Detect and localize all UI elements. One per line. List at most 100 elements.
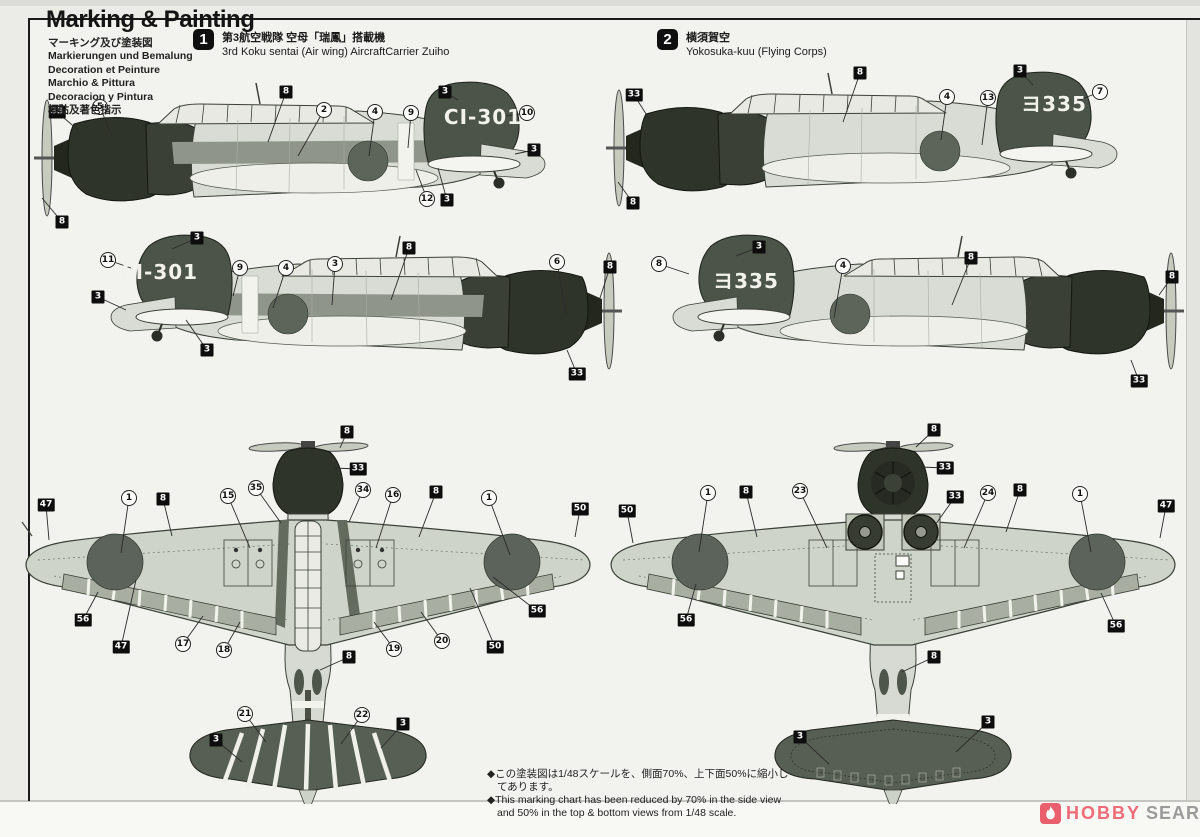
antenna-mast [957,235,963,258]
watermark-brand-first: HOBBY [1066,803,1142,823]
sheet-right-margin [1187,20,1200,801]
elevator-hinges [816,767,961,786]
tail-code-scheme2-right: ヨ335 [1021,92,1087,116]
roundel [829,293,871,335]
roundel-left-wing [671,533,729,591]
subtitle-italian: Marchio & Pittura [48,77,135,90]
canopy [729,93,947,115]
flame-icon [1040,803,1061,824]
panel-lines [873,269,983,348]
roundel-left-wing [86,533,144,591]
tailplane [999,145,1093,163]
page-fold-line [1186,20,1187,801]
elevator-cutout-right [312,669,322,695]
tail-code-scheme2-left: ヨ335 [713,269,779,293]
bomb-bay-panel-2 [895,570,905,580]
roundel-right-wing [1068,533,1126,591]
scale-note: ◆この塗装図は1/48スケールを、側面70%、上下面50%に縮小し てあります。… [487,768,789,820]
subtitle-chinese: 標貼及著色指示 [48,104,122,117]
belly-highlight [761,152,1011,184]
tail-wheel [493,177,505,189]
canopy [294,520,322,652]
engine-face [871,461,915,505]
elevator-cutout-left [879,669,889,695]
canopy-frames [309,256,481,277]
page-title: Marking & Painting [46,6,255,33]
bomb-bay-panel-1 [895,555,910,567]
tail-white-band [397,122,415,181]
walkway-right [337,520,361,627]
title-translations: マーキング及び塗装図 Markierungen und Bemalung Dec… [48,37,193,117]
tail-tip [298,789,318,804]
belly-highlight [779,315,1029,347]
subtitle-german: Markierungen und Bemalung [48,50,193,63]
scale-note-en-1: ◆This marking chart has been reduced by … [487,794,782,806]
scheme-1-title-jp: 第3航空戦隊 空母「瑞鳳」搭載機 [222,32,386,44]
scale-note-en-2: and 50% in the top & bottom views from 1… [497,807,737,819]
subtitle-japanese: マーキング及び塗装図 [48,37,153,49]
elevator-cutout-left [294,669,304,695]
canopy [843,256,1061,278]
antenna-mast [395,235,401,258]
main-wheels [847,514,939,550]
tail-tip [883,789,903,804]
roundel-right-wing [483,533,541,591]
roundel [919,130,961,172]
tail-white-band [241,275,259,334]
scheme-2-number-badge: 2 [657,29,678,50]
tailplane [427,155,521,173]
subtitle-french: Decoration et Peinture [48,63,161,76]
tailplane [135,308,229,326]
scan-top-shade [0,0,1200,6]
panel-fasteners [233,547,385,553]
sheet-bottom-edge [0,800,1200,802]
side-view-scheme2-left-side [672,234,1184,370]
tail-wheel [1065,167,1077,179]
hobby-search-watermark: HOBBY SEARCH [1040,803,1200,824]
top-plan-view [21,441,591,804]
scheme-1-title-en: 3rd Koku sentai (Air wing) AircraftCarri… [222,46,450,58]
panel-lines [235,116,345,195]
scheme-1-number-badge: 1 [193,29,214,50]
sheet-border-top [28,18,1200,20]
canopy [281,256,499,278]
scheme-2-title-en: Yokosuka-kuu (Flying Corps) [686,46,827,58]
side-view-scheme1-right-side [34,81,546,217]
wings [610,519,1176,646]
sheet-border-left [28,18,30,801]
scale-note-jp-2: てあります。 [497,781,559,793]
tail-code-scheme1-left: CI-301 [119,260,199,284]
tailplane [774,719,1012,792]
scheme-2-header: 2 横須賀空 Yokosuka-kuu (Flying Corps) [657,29,827,58]
cowling [272,447,344,515]
scan-bottom-strip [0,802,1200,837]
rear-white-band [292,701,324,708]
rear-white-band [877,714,909,721]
scheme-2-title-jp: 横須賀空 [686,32,730,44]
tail-wheel [151,330,163,342]
panel-lines [311,269,421,348]
spinner [584,291,602,331]
walkway-left [275,520,289,628]
flap-dividers [671,578,1115,628]
belly-panels [808,539,980,603]
tailplane [697,308,791,326]
elevator-cutout-right [897,669,907,695]
panel-lines [807,106,917,185]
spinner [626,128,644,168]
tail-wheel [713,330,725,342]
bottom-plan-view [610,441,1176,804]
roundel [347,140,389,182]
subtitle-spanish: Decoracion y Pintura [48,90,154,103]
tailplane-inner-line [790,728,996,784]
pitot-tube [21,521,33,537]
side-view-scheme2-right-side [606,71,1118,207]
antenna-mast [827,72,833,95]
side-view-scheme1-left-side [110,234,622,370]
antenna-mast [255,82,261,105]
watermark-brand-second: SEARCH [1146,803,1200,823]
roundel [267,293,309,335]
scheme-1-header: 1 第3航空戦隊 空母「瑞鳳」搭載機 3rd Koku sentai (Air … [193,29,449,58]
scale-note-jp-1: ◆この塗装図は1/48スケールを、側面70%、上下面50%に縮小し [487,768,789,780]
tail-code-scheme1-right: CI-301 [443,105,523,129]
